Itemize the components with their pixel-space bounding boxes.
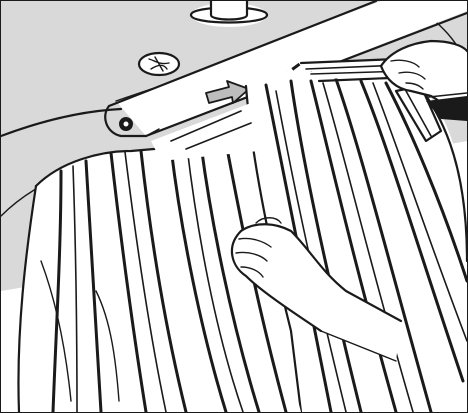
pivot-pin-icon — [119, 117, 133, 131]
fan-symbol-icon — [139, 53, 179, 75]
